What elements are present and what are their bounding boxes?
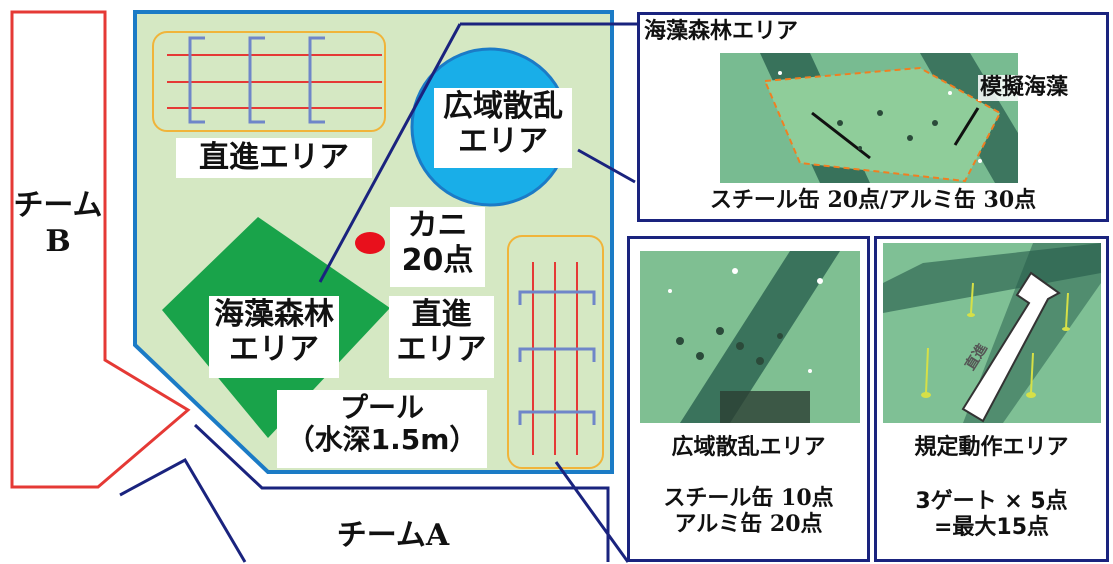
wide-scatter-panel: 広域散乱エリア スチール缶 10点 アルミ缶 20点 xyxy=(627,236,870,562)
seaweed-forest-panel: 海藻森林エリア 模擬海藻 スチール缶 20点/アルミ缶 30点 xyxy=(637,12,1109,222)
team-a-zone-lower xyxy=(119,457,247,563)
seaweed-photo xyxy=(720,53,1018,183)
straight-lane-top xyxy=(152,31,386,132)
pool-label: プール （水深1.5m） xyxy=(277,390,487,468)
team-b-label: チーム B xyxy=(13,188,103,259)
seaweed-photo-art xyxy=(720,53,1018,183)
seaweed-panel-title: 海藻森林エリア xyxy=(644,19,799,44)
scatter-photo xyxy=(640,251,860,423)
team-b-zone xyxy=(10,10,191,489)
team-a-label: チームA xyxy=(336,518,450,553)
crab-label: カニ 20点 xyxy=(390,207,485,287)
seaweed-forest-area-label: 海藻森林 エリア xyxy=(209,296,339,378)
straight-area-mid-label: 直進 エリア xyxy=(389,296,494,378)
crab-marker xyxy=(355,232,385,254)
wide-scatter-area-label: 広域散乱 エリア xyxy=(434,88,572,168)
straight-area-top-label: 直進エリア xyxy=(176,138,372,178)
straight-arrow-icon xyxy=(961,271,1061,423)
fixed-panel-title: 規定動作エリア xyxy=(914,435,1069,460)
lane-right-gates xyxy=(518,262,596,455)
straight-lane-right xyxy=(507,235,604,469)
connector-lane xyxy=(554,461,630,563)
team-a-zone xyxy=(193,423,610,562)
scatter-photo-art xyxy=(640,251,860,423)
fixed-photo-art xyxy=(883,243,1101,423)
fixed-photo xyxy=(883,243,1101,423)
seaweed-panel-score: スチール缶 20点/アルミ缶 30点 xyxy=(709,187,1037,213)
scatter-panel-title: 広域散乱エリア xyxy=(671,435,826,460)
scatter-panel-score: スチール缶 10点 アルミ缶 20点 xyxy=(663,485,834,538)
connector-scatter xyxy=(577,148,636,184)
fixed-action-panel: 直進 規定動作エリア 3ゲート × 5点 =最大15点 xyxy=(874,236,1109,562)
seaweed-callout-label: 模擬海藻 xyxy=(978,75,1071,102)
connector-seaweed xyxy=(318,23,462,283)
fixed-panel-score: 3ゲート × 5点 =最大15点 xyxy=(915,489,1068,541)
lane-top-gates xyxy=(167,36,382,124)
